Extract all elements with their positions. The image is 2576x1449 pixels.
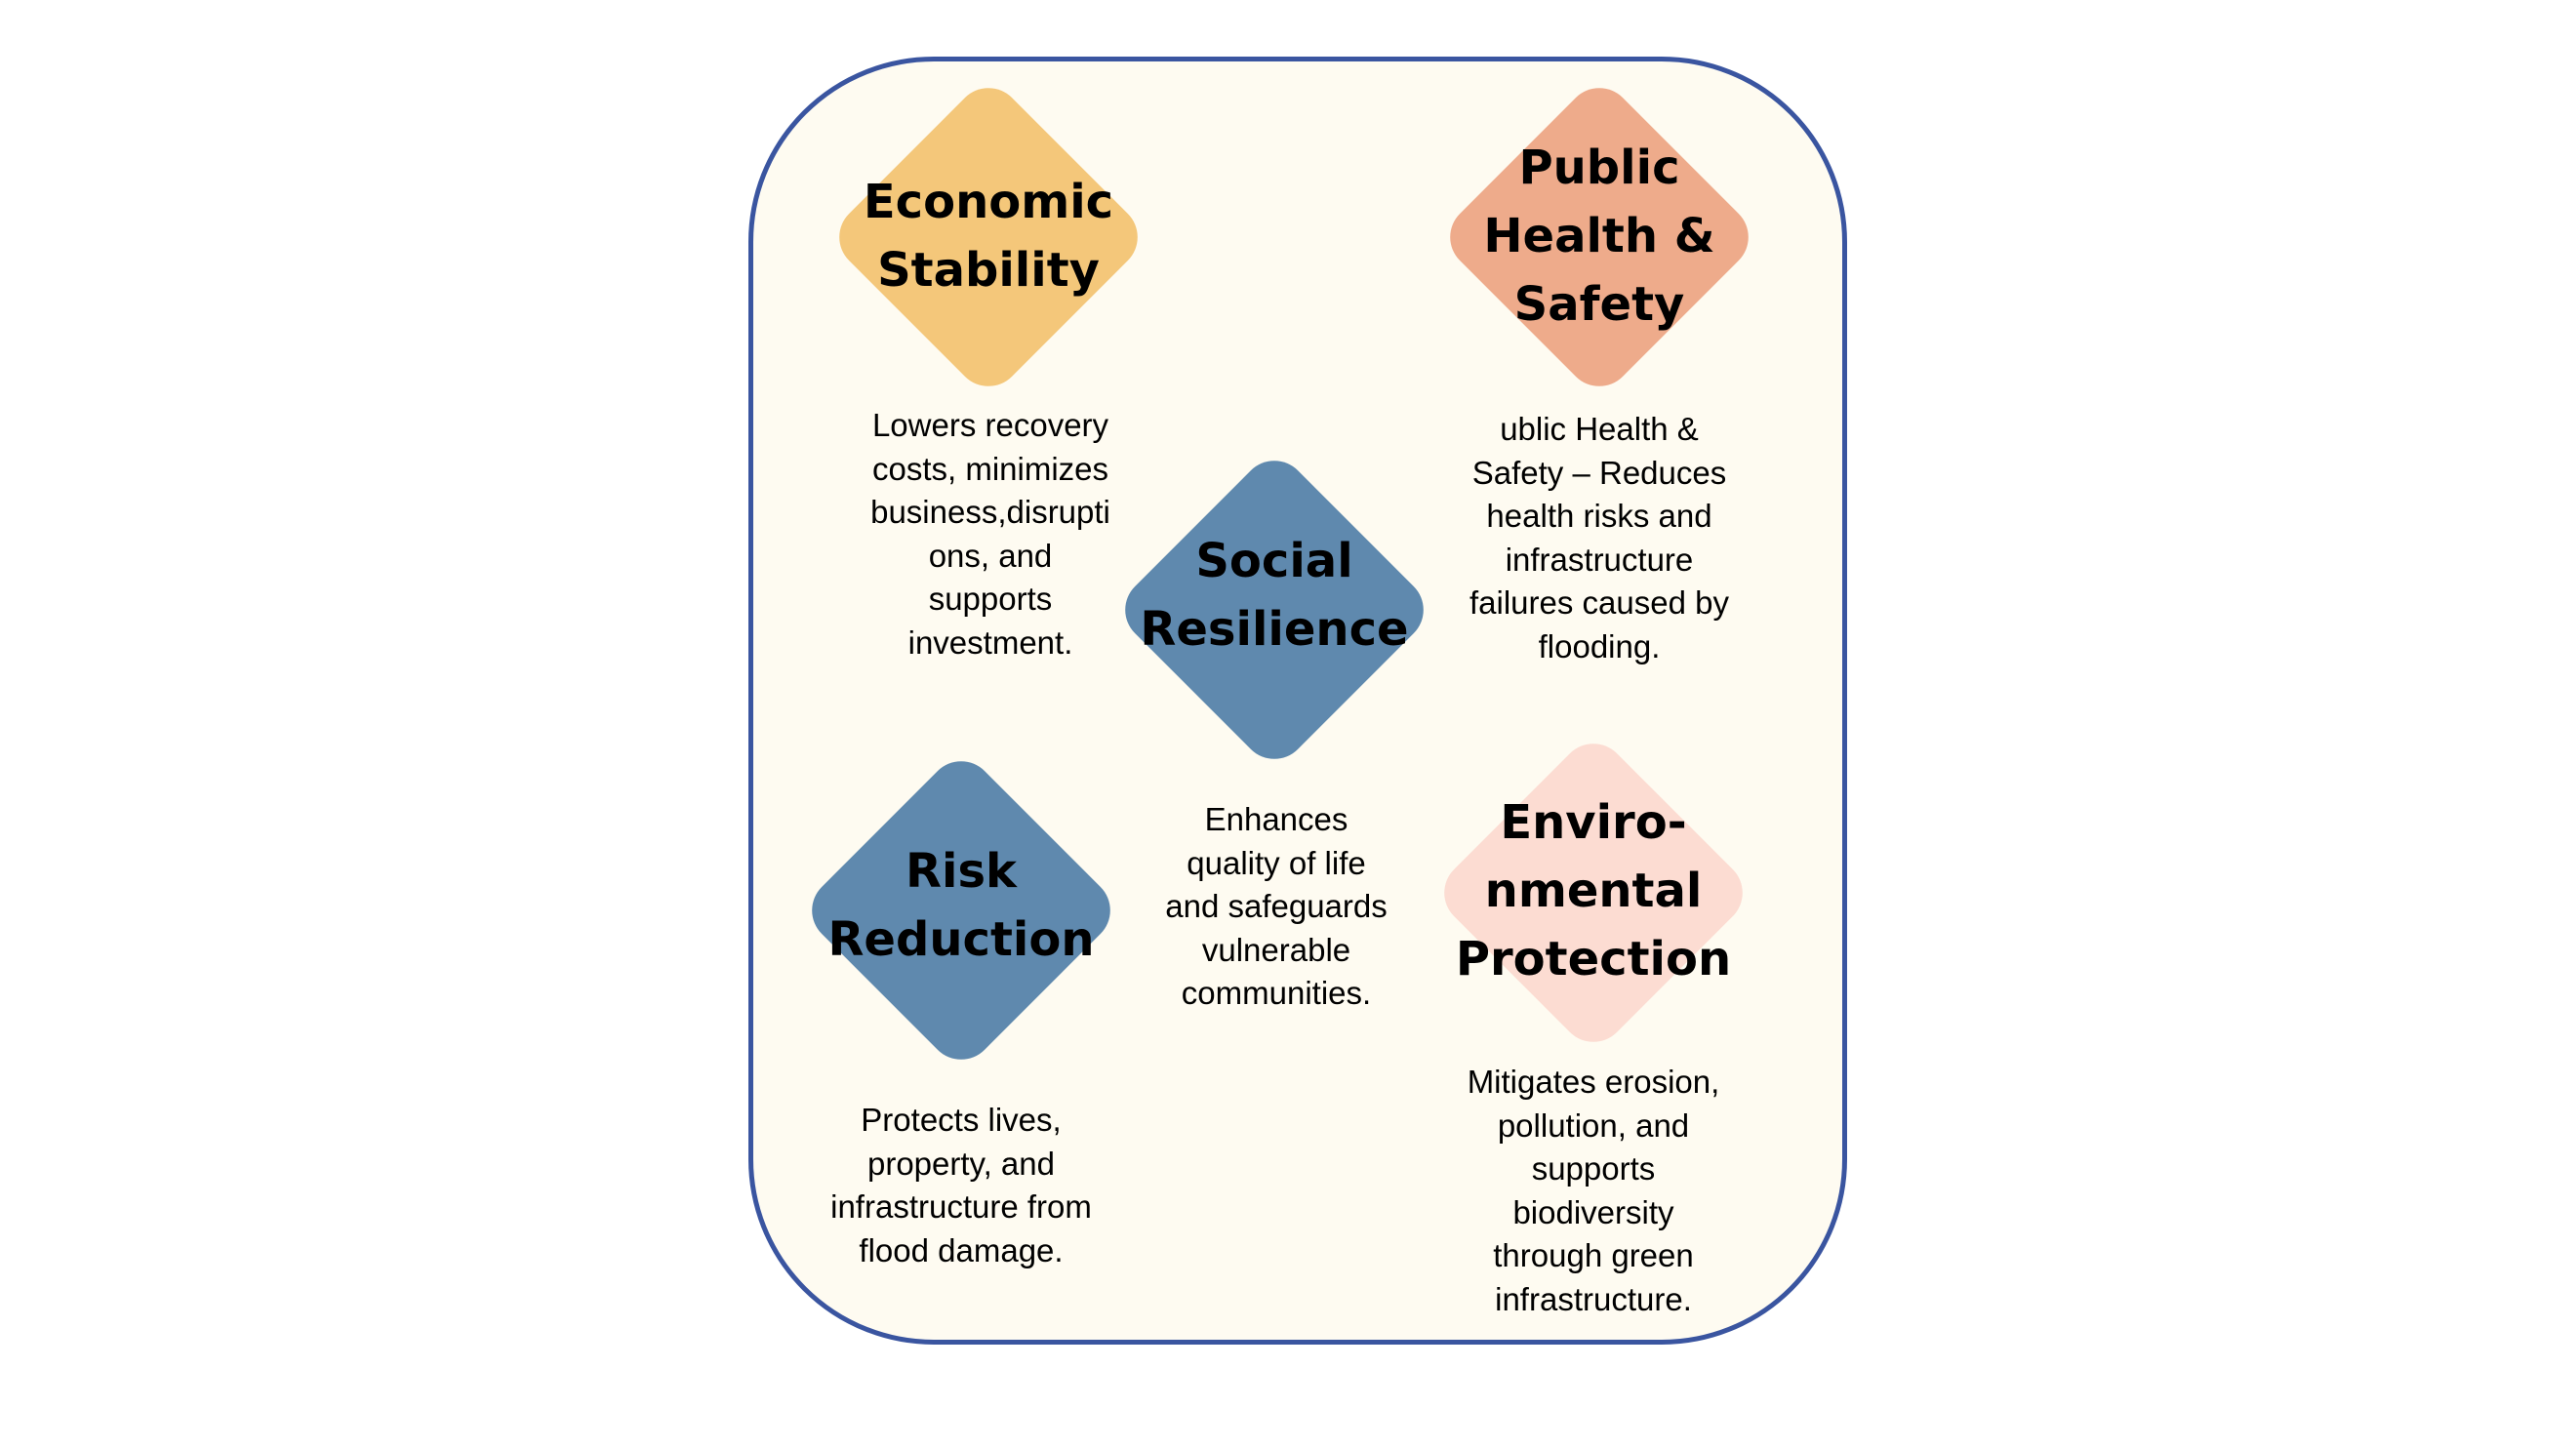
- public-health-safety-title: Public Health & Safety: [1483, 141, 1715, 332]
- public-health-safety-description: ublic Health & Safety – Reduces health r…: [1469, 411, 1729, 664]
- social-resilience-title: Social Resilience: [1140, 534, 1409, 657]
- risk-reduction-title: Risk Reduction: [827, 844, 1095, 967]
- risk-reduction-description: Protects lives, property, and infrastruc…: [830, 1102, 1092, 1268]
- economic-stability-title: Economic Stability: [863, 175, 1114, 298]
- environmental-protection-title: Enviro- nmental Protection: [1455, 795, 1732, 986]
- economic-stability-description: Lowers recovery costs, minimizes busines…: [870, 407, 1110, 661]
- environmental-protection-description: Mitigates erosion, pollution, and suppor…: [1467, 1064, 1720, 1317]
- social-resilience-description: Enhances quality of life and safeguards …: [1165, 801, 1388, 1011]
